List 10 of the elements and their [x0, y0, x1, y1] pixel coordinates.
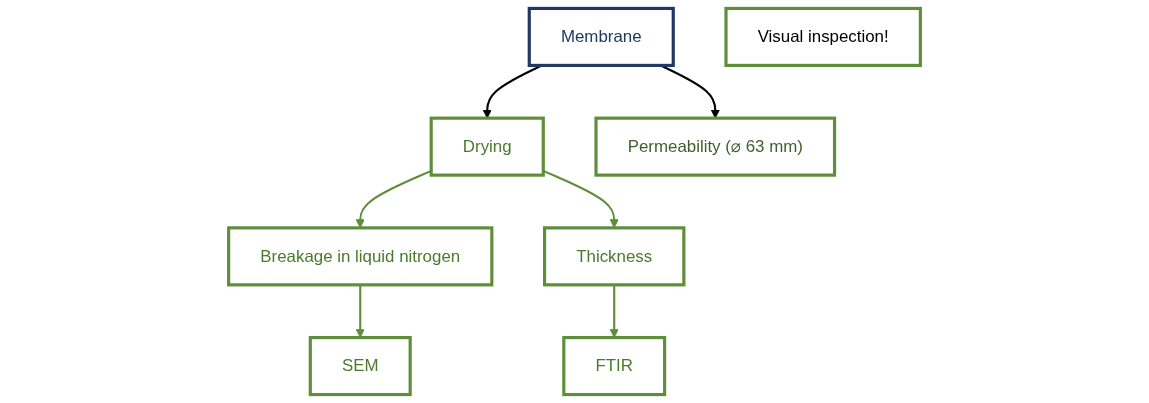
arrow: [355, 284, 365, 338]
node-box: Visual inspection!: [724, 6, 922, 67]
arrow: [609, 284, 619, 338]
node-box: Drying: [429, 116, 545, 177]
node-box: Thickness: [543, 226, 686, 287]
node-box: FTIR: [562, 336, 667, 397]
node-box: Breakage in liquid nitrogen: [227, 226, 494, 287]
node-box: Permeability (⌀ 63 mm): [594, 116, 837, 177]
node-box: Membrane: [527, 6, 675, 67]
node-box: SEM: [308, 336, 412, 397]
